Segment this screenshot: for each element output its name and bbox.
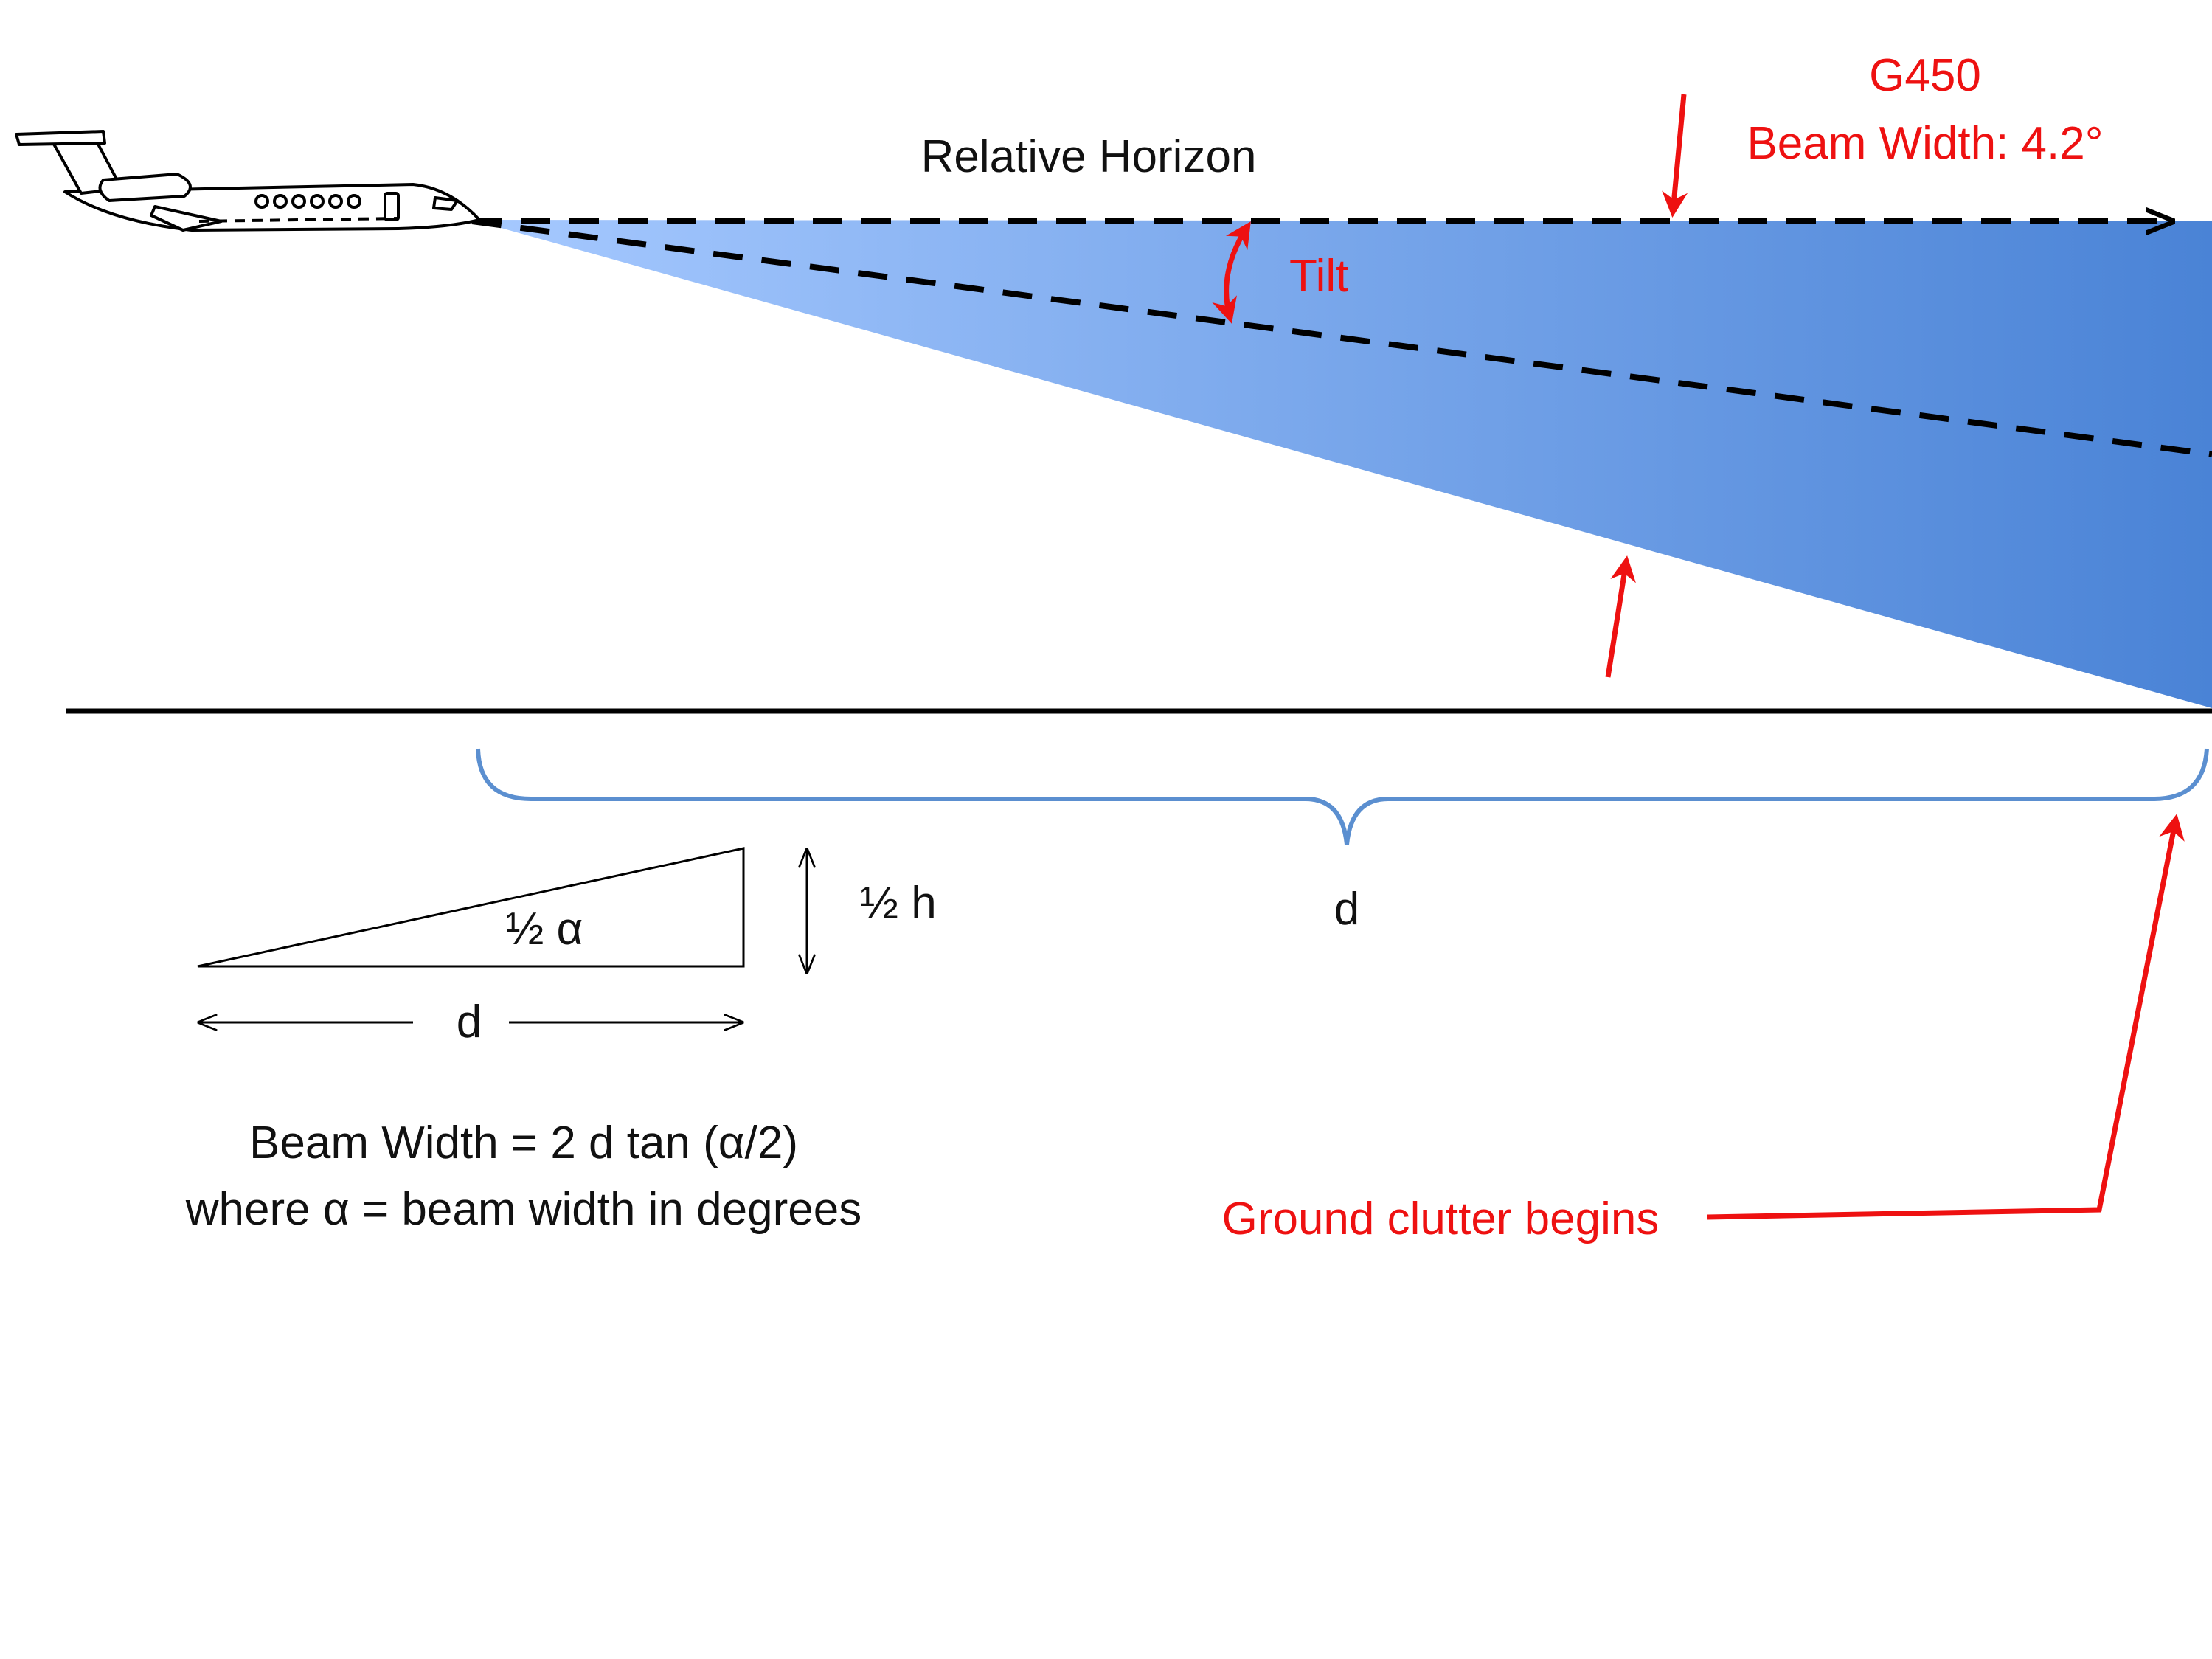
distance-brace — [476, 748, 2209, 845]
ground-clutter-arrow — [1707, 814, 2185, 1220]
half-alpha-label: ½ α — [506, 904, 583, 955]
beam-top-arrow — [1662, 94, 1688, 218]
radar-beam — [472, 220, 2212, 708]
formula-text: Beam Width = 2 d tan (α/2) — [249, 1118, 798, 1168]
business-jet-icon — [15, 130, 481, 232]
distance-label: d — [1334, 884, 1359, 935]
tilt-arrow — [1212, 221, 1251, 324]
small-distance-label: d — [457, 997, 482, 1047]
beam-triangle — [197, 847, 745, 968]
tilt-label: Tilt — [1289, 251, 1348, 302]
relative-horizon-label: Relative Horizon — [921, 131, 1257, 182]
aircraft-model-label: G450 — [1869, 50, 1981, 101]
half-h-label: ½ h — [860, 878, 936, 929]
beam-bottom-arrow — [1605, 555, 1636, 678]
formula-note: where α = beam width in degrees — [185, 1184, 861, 1235]
beam-center-line — [471, 218, 2212, 457]
ground-clutter-label: Ground clutter begins — [1222, 1194, 1660, 1244]
beam-width-label: Beam Width: 4.2° — [1747, 118, 2103, 169]
